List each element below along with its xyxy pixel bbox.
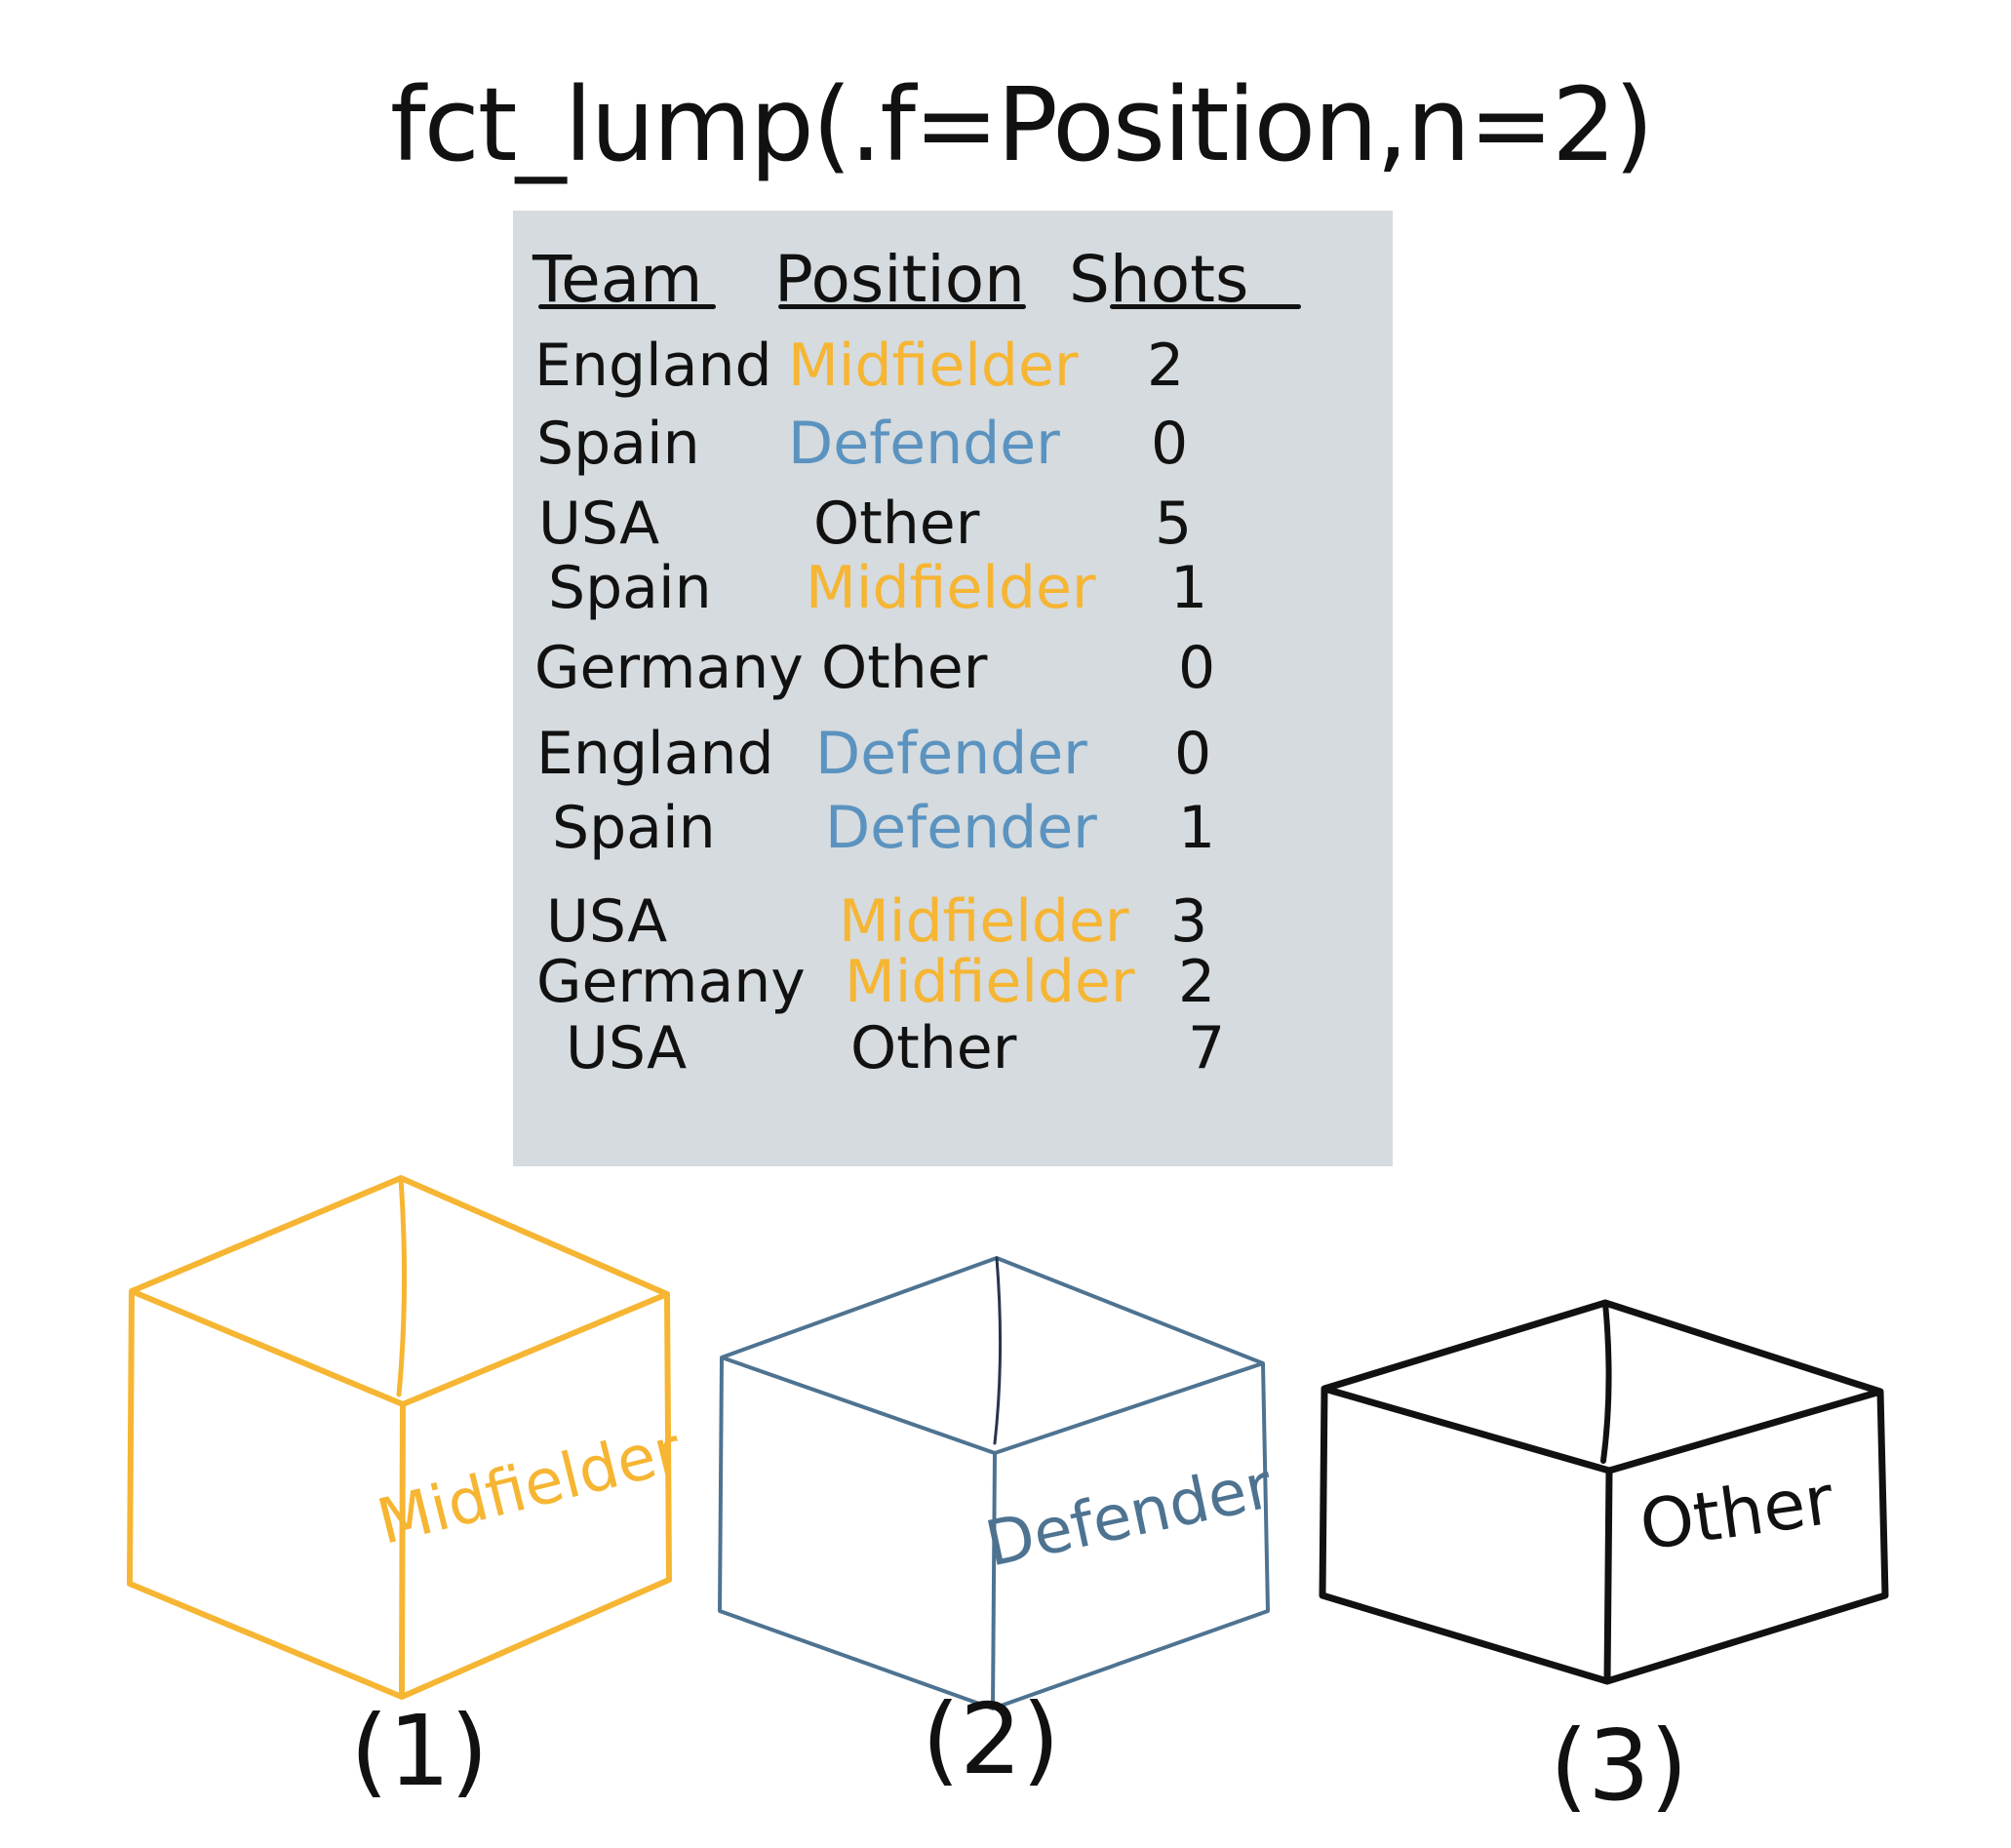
bin-inner-fold — [993, 1256, 1003, 1445]
bin-other: Other(3) — [1319, 1299, 1889, 1823]
bin-caption: (3) — [1550, 1709, 1688, 1823]
table-cell-shots: 7 — [1188, 1014, 1226, 1082]
bin-front-edge — [1603, 1470, 1613, 1682]
table-cell-team: England — [536, 720, 774, 788]
table-cell-team: Germany — [534, 634, 804, 702]
table-cell-shots: 5 — [1155, 490, 1193, 558]
bin-defender: Defender(2) — [718, 1256, 1279, 1796]
table-cell-position: Midfielder — [845, 948, 1135, 1016]
table-cell-shots: 1 — [1170, 554, 1208, 622]
table-cell-team: Germany — [536, 948, 806, 1016]
bin-inner-fold — [396, 1175, 408, 1397]
bin-inner-fold — [1600, 1300, 1612, 1464]
table-cell-position: Defender — [815, 720, 1087, 788]
table-cell-team: England — [534, 332, 772, 400]
function-call-title: fct_lump(.f=Position,n=2) — [390, 65, 1654, 184]
table-cell-shots: 0 — [1178, 634, 1216, 702]
bin-front-edge — [991, 1452, 997, 1710]
table-cell-team: Spain — [536, 410, 700, 478]
table-cell-position: Midfielder — [806, 554, 1096, 622]
position-bins: Midfielder(1)Defender(2)Other(3) — [127, 1175, 1889, 1823]
table-cell-position: Other — [821, 634, 988, 702]
table-cell-position: Other — [850, 1014, 1017, 1082]
table-cell-shots: 2 — [1178, 948, 1216, 1016]
table-cell-team: Spain — [548, 554, 712, 622]
table-cell-team: USA — [546, 887, 668, 956]
bin-caption: (1) — [350, 1694, 489, 1808]
table-cell-position: Defender — [788, 410, 1060, 478]
table-cell-shots: 1 — [1178, 794, 1216, 862]
table-cell-position: Midfielder — [839, 887, 1129, 956]
table-cell-team: Spain — [552, 794, 716, 862]
table-cell-shots: 3 — [1170, 887, 1208, 956]
bin-midfielder: Midfielder(1) — [127, 1175, 690, 1808]
table-cell-position: Other — [813, 490, 980, 558]
table-cell-shots: 2 — [1147, 332, 1185, 400]
column-header-shots-underline — [1110, 304, 1301, 309]
column-header-team-underline — [538, 304, 716, 309]
bin-front-edge — [399, 1403, 406, 1698]
table-cell-team: USA — [538, 490, 660, 558]
table-cell-position: Defender — [825, 794, 1097, 862]
table-cell-team: USA — [566, 1014, 688, 1082]
table-cell-shots: 0 — [1151, 410, 1189, 478]
column-header-position-underline — [778, 304, 1026, 309]
table-cell-shots: 0 — [1174, 720, 1212, 788]
table-cell-position: Midfielder — [788, 332, 1079, 400]
bin-caption: (2) — [922, 1682, 1060, 1796]
